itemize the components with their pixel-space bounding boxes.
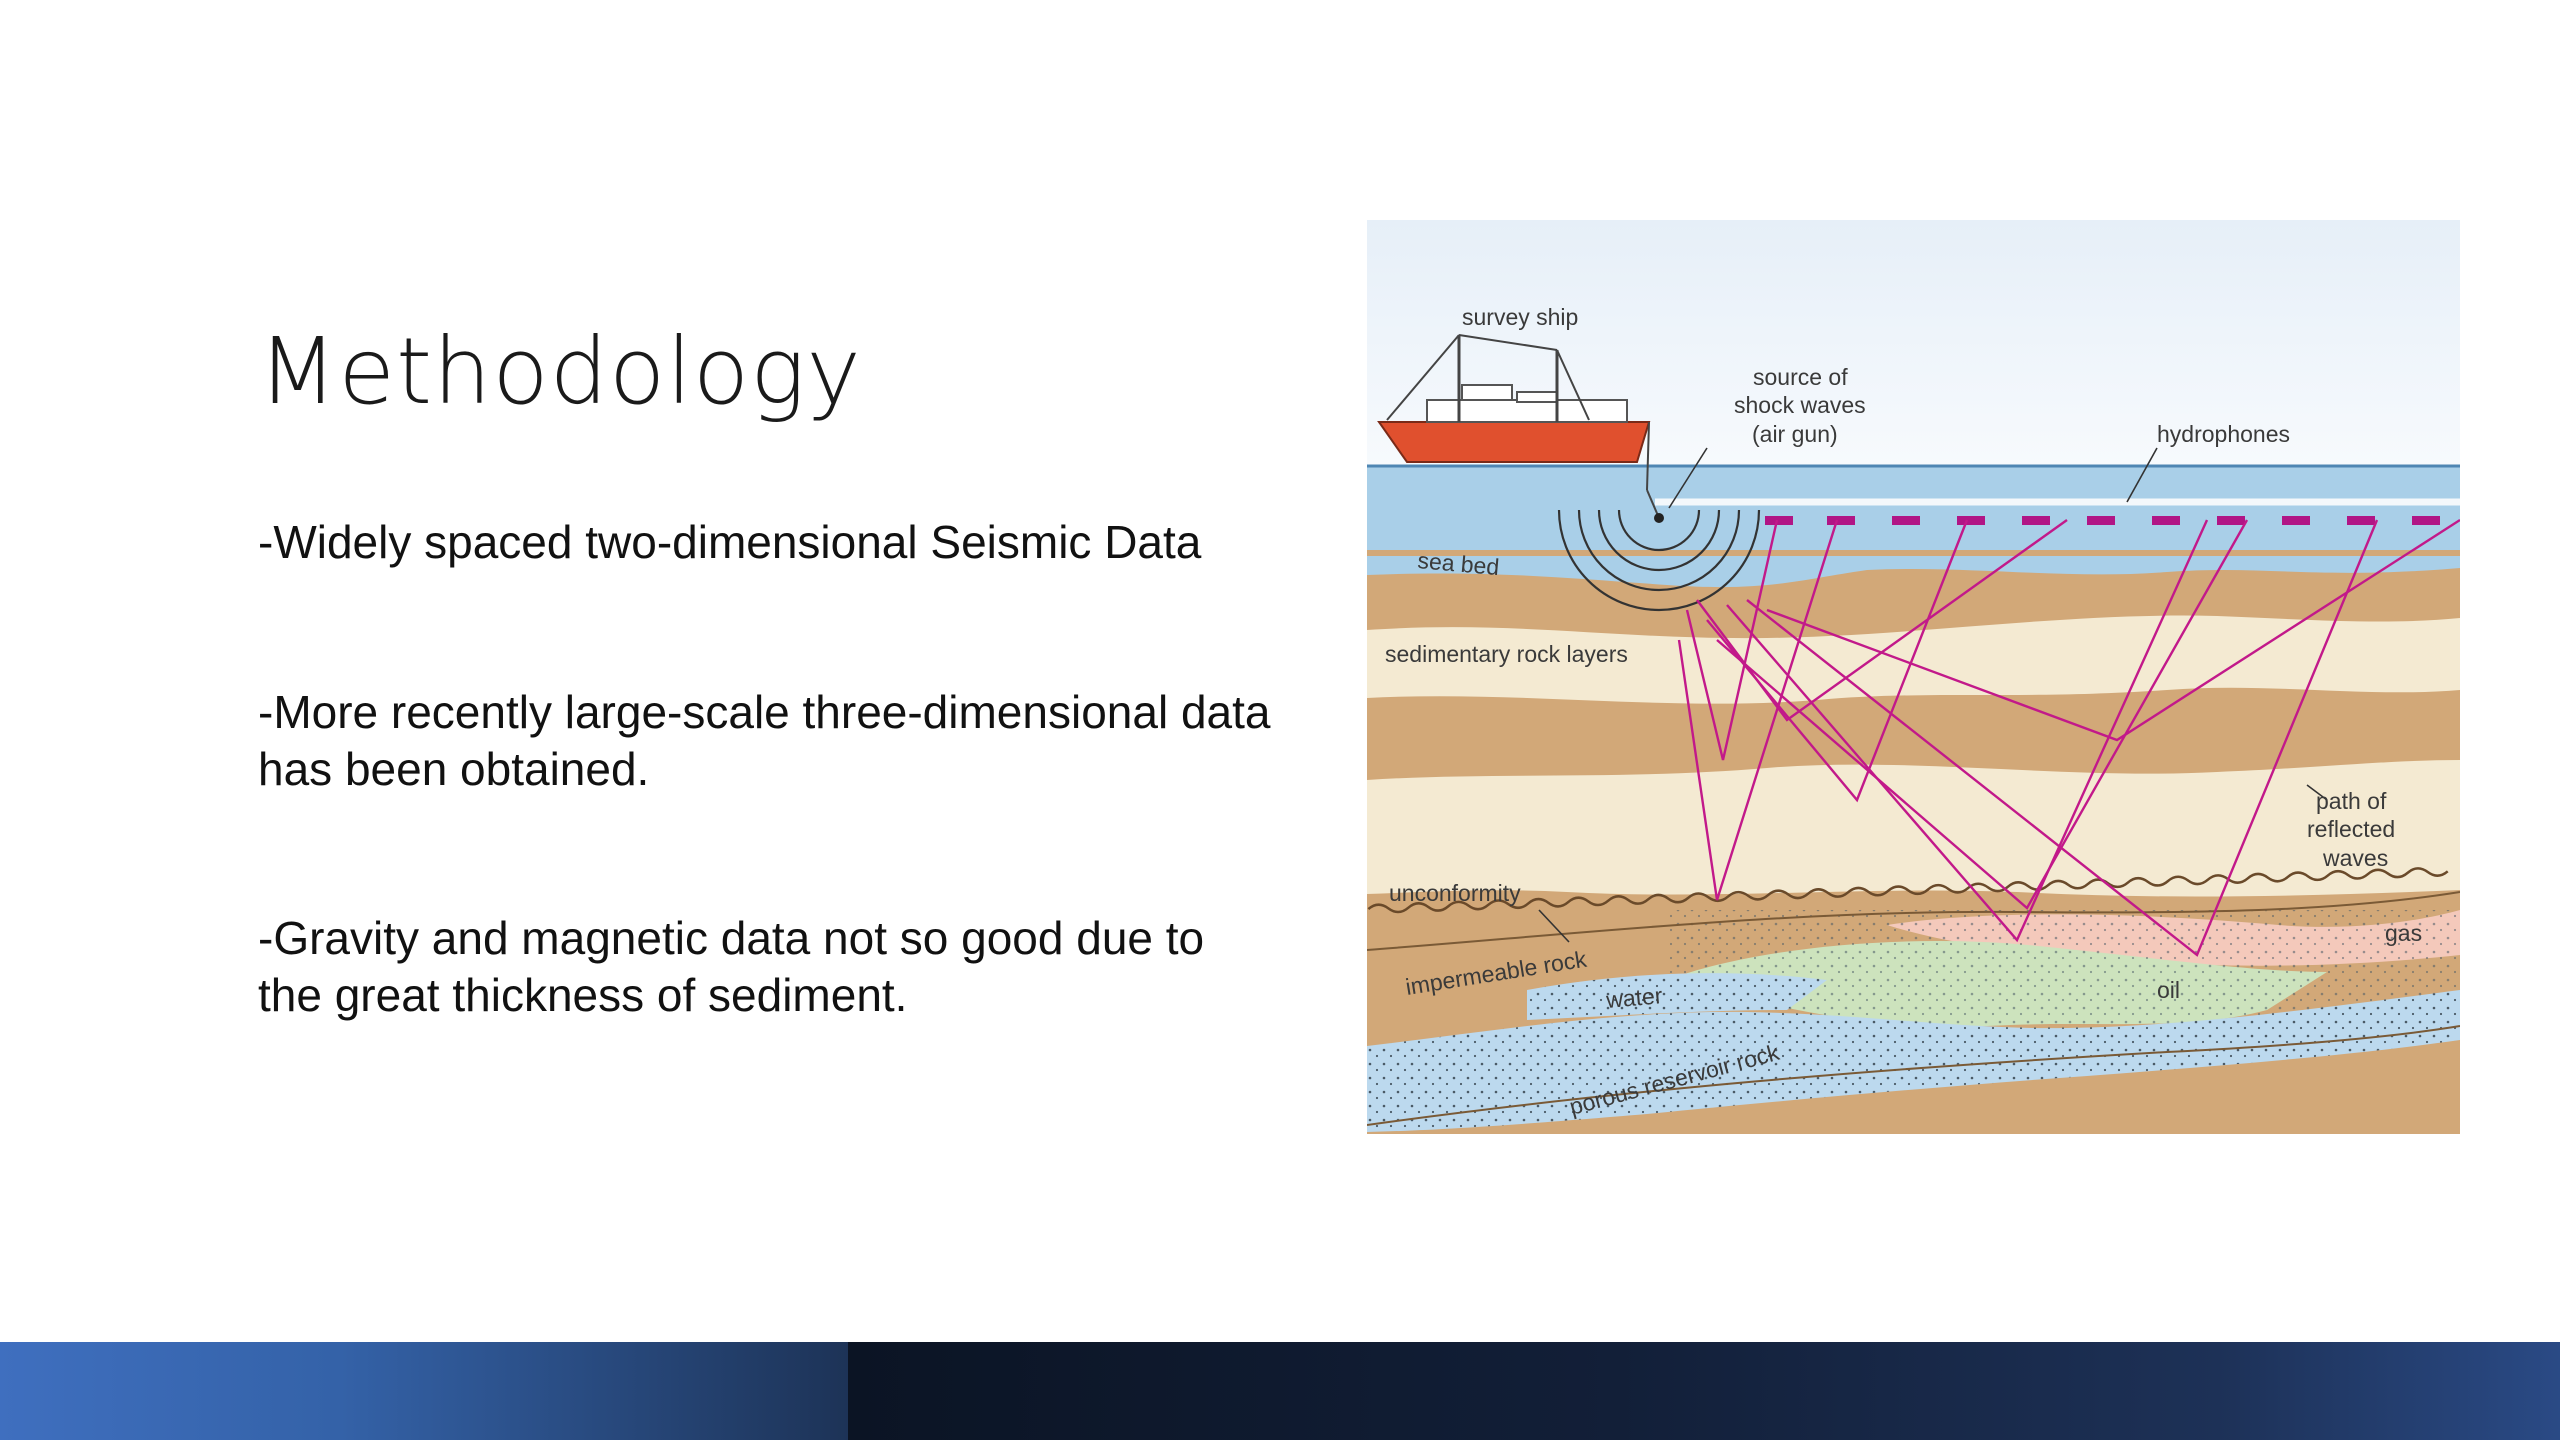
reflected-wave-paths	[1677, 518, 2460, 957]
footer-bar	[0, 1342, 2560, 1440]
bullet-seismic-2d: -Widely spaced two-dimensional Seismic D…	[258, 516, 1202, 568]
seismic-survey-diagram: survey ship source of shock waves (air g…	[1367, 220, 2460, 1134]
label-path-3: waves	[2322, 845, 2388, 871]
survey-ship	[1377, 334, 1660, 519]
label-source-3: (air gun)	[1752, 421, 1838, 447]
label-sedimentary: sedimentary rock layers	[1385, 641, 1628, 667]
footer-bar-right	[848, 1342, 2560, 1440]
label-survey-ship: survey ship	[1462, 304, 1578, 330]
bullet-gravity-magnetic: -Gravity and magnetic data not so good d…	[258, 912, 1205, 1021]
shock-waves	[1557, 509, 1761, 612]
label-hydrophones: hydrophones	[2157, 421, 2290, 447]
cream-layer-2	[1367, 760, 2460, 897]
unconformity-line	[1367, 867, 2449, 914]
slide-title: Methodology	[258, 318, 862, 425]
label-oil: oil	[2157, 977, 2180, 1003]
bullet-seismic-3d: -More recently large-scale three-dimensi…	[258, 686, 1271, 795]
hydrophone-array	[1765, 516, 2440, 525]
label-source-2: shock waves	[1734, 392, 1866, 418]
cream-layer-1	[1367, 615, 2460, 704]
label-water: water	[1604, 982, 1664, 1013]
label-path-2: reflected	[2307, 816, 2395, 842]
footer-bar-left	[0, 1342, 848, 1440]
label-source-1: source of	[1753, 364, 1848, 390]
leader-lines	[1538, 447, 2328, 943]
label-path-1: path of	[2316, 788, 2387, 814]
label-unconformity: unconformity	[1389, 880, 1521, 906]
sea	[1367, 466, 2460, 556]
label-gas: gas	[2385, 920, 2422, 946]
